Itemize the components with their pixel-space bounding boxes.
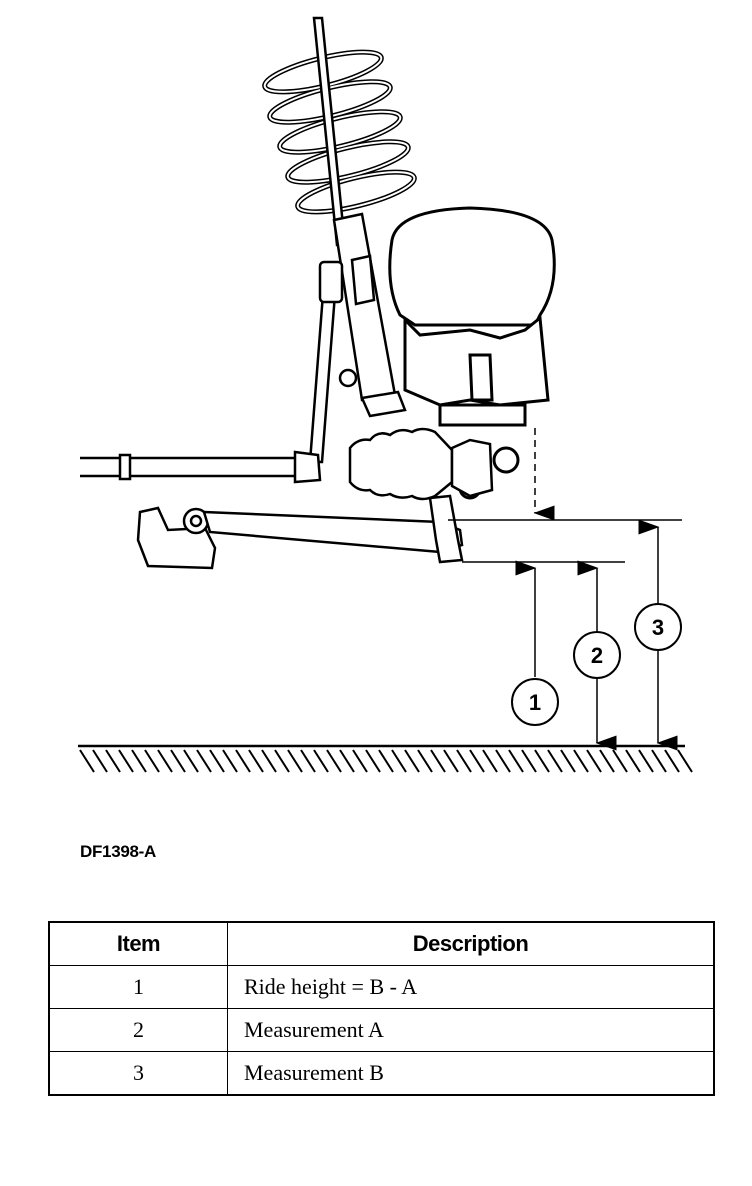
ground-hatch-mark <box>170 749 186 773</box>
ground-hatch-mark <box>573 749 589 773</box>
drive-axle <box>80 450 322 484</box>
ground-hatch-mark <box>157 749 173 773</box>
ground-hatch-mark <box>183 749 199 773</box>
ground-hatch-mark <box>664 749 680 773</box>
ground-hatch-mark <box>235 749 251 773</box>
reference-lines <box>448 519 682 563</box>
description-column-header: Description <box>227 921 715 966</box>
ground-hatch-mark <box>391 749 407 773</box>
strut-assembly <box>312 16 407 418</box>
legend-row: 1 Ride height = B - A <box>48 965 715 1009</box>
ground-hatch-mark <box>430 749 446 773</box>
ground-hatch-mark <box>118 749 134 773</box>
lower-control-arm <box>136 494 464 570</box>
ground-hatch-mark <box>248 749 264 773</box>
ground-hatch-mark <box>339 749 355 773</box>
legend-table: Item Description 1 Ride height = B - A 2… <box>48 921 715 1096</box>
callout-1-label: 1 <box>529 690 541 715</box>
ground-hatch-mark <box>209 749 225 773</box>
ground-hatch-mark <box>456 749 472 773</box>
ground-hatch-mark <box>638 749 654 773</box>
cv-boot <box>348 427 494 501</box>
callout-2: 2 <box>573 631 621 679</box>
ground-hatch-mark <box>274 749 290 773</box>
ground-hatch-mark <box>677 749 693 773</box>
legend-header-row: Item Description <box>48 921 715 966</box>
ground-hatch-mark <box>521 749 537 773</box>
ground-hatch-mark <box>469 749 485 773</box>
callout-3-label: 3 <box>652 615 664 640</box>
legend-item-number: 2 <box>48 1008 228 1052</box>
legend-row: 3 Measurement B <box>48 1051 715 1096</box>
callout-1: 1 <box>511 678 559 726</box>
legend-row: 2 Measurement A <box>48 1008 715 1052</box>
ground-hatch-mark <box>651 749 667 773</box>
legend-item-description: Ride height = B - A <box>227 965 715 1009</box>
knuckle-hub <box>388 206 556 500</box>
ground-hatch-mark <box>482 749 498 773</box>
ground-hatch-mark <box>612 749 628 773</box>
ground-hatch-mark <box>547 749 563 773</box>
ground-hatch-mark <box>92 749 108 773</box>
ground-hatch-mark <box>599 749 615 773</box>
ground-hatch-mark <box>300 749 316 773</box>
ground-hatch-mark <box>495 749 511 773</box>
legend-item-number: 1 <box>48 965 228 1009</box>
ground-hatch-mark <box>365 749 381 773</box>
legend-item-description: Measurement A <box>227 1008 715 1052</box>
legend-item-number: 3 <box>48 1051 228 1096</box>
ground-hatch-mark <box>261 749 277 773</box>
ground-hatch-mark <box>508 749 524 773</box>
ground-hatch-mark <box>222 749 238 773</box>
ground-hatch-mark <box>144 749 160 773</box>
suspension-ride-height-diagram: 1 2 3 <box>78 16 693 773</box>
item-column-header: Item <box>48 921 228 966</box>
ground-hatch-mark <box>443 749 459 773</box>
ground-hatch-mark <box>378 749 394 773</box>
ground-hatch-mark <box>560 749 576 773</box>
ground-hatch-mark <box>105 749 121 773</box>
ground-hatch-mark <box>417 749 433 773</box>
dimension-arrows <box>515 519 678 751</box>
stabilizer-link <box>308 260 344 464</box>
ground-hatch-mark <box>326 749 342 773</box>
ground-hatch-mark <box>79 749 95 773</box>
callout-2-label: 2 <box>591 643 603 668</box>
callout-3: 3 <box>634 603 682 651</box>
ground-hatch-mark <box>586 749 602 773</box>
ground-hatch-mark <box>534 749 550 773</box>
ground-hatch-mark <box>287 749 303 773</box>
ground-hatch-mark <box>131 749 147 773</box>
legend-item-description: Measurement B <box>227 1051 715 1096</box>
ground-hatch-mark <box>625 749 641 773</box>
ground-hatch-mark <box>196 749 212 773</box>
ground-hatch-mark <box>404 749 420 773</box>
ground-hatch-mark <box>352 749 368 773</box>
ground-surface <box>78 744 693 773</box>
ground-hatch-mark <box>313 749 329 773</box>
figure-id-label: DF1398-A <box>80 842 157 861</box>
